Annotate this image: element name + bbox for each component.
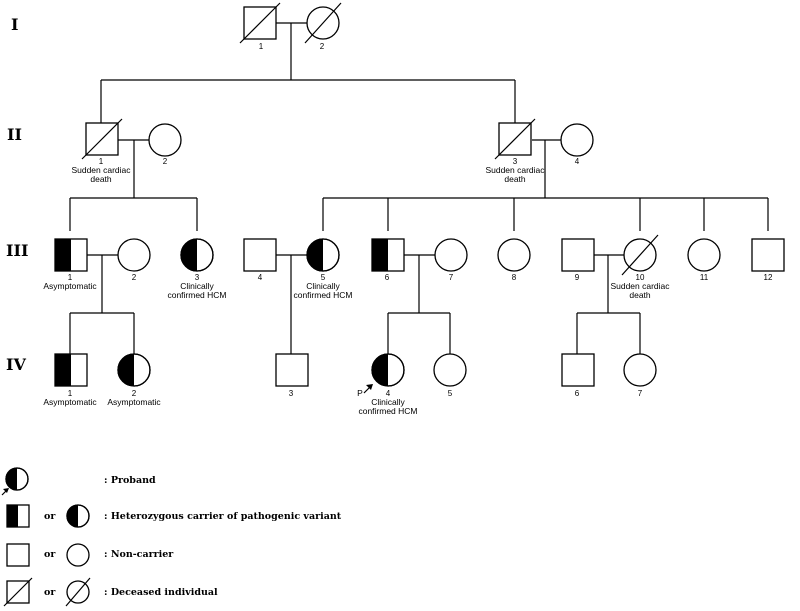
individual-III-2: 2	[117, 238, 151, 282]
individual-number: 6	[385, 273, 390, 282]
individual-note: Sudden cardiac	[610, 281, 670, 291]
individual-number: 5	[321, 273, 326, 282]
proband-arrow-icon	[363, 384, 373, 394]
individual-III-11: 11	[687, 238, 721, 282]
individual-note: confirmed HCM	[167, 290, 226, 300]
individual-I-2: 2	[304, 2, 342, 51]
individual-III-9: 9	[561, 238, 595, 282]
individual-note: Asymptomatic	[43, 281, 97, 291]
individual-number: 3	[513, 157, 518, 166]
individual-III-1: 1 Asymptomatic	[43, 238, 97, 291]
individual-number: 7	[638, 389, 643, 398]
legend-or: or	[44, 511, 56, 522]
individual-number: 2	[163, 157, 168, 166]
individual-I-1: 1	[239, 2, 281, 51]
individual-III-6: 6	[371, 238, 405, 282]
individual-IV-7: 7	[623, 353, 657, 398]
individual-number: 3	[289, 389, 294, 398]
individual-number: 5	[448, 389, 453, 398]
individual-II-4: 4	[560, 123, 594, 166]
individual-III-5: 5 Clinically confirmed HCM	[293, 238, 353, 300]
generation-label-II: II	[7, 125, 22, 144]
individual-III-4: 4	[243, 238, 277, 282]
legend-deceased: or : Deceased individual	[3, 577, 218, 607]
individual-note: Sudden cardiac	[71, 165, 131, 175]
individual-number: 2	[320, 42, 325, 51]
individual-III-8: 8	[497, 238, 531, 282]
individual-note: confirmed HCM	[358, 406, 417, 416]
individual-IV-3: 3	[275, 353, 309, 398]
individual-II-1: 1 Sudden cardiac death	[71, 118, 131, 184]
individual-number: 12	[764, 273, 773, 282]
individual-number: 1	[99, 157, 104, 166]
individual-IV-5: 5	[433, 353, 467, 398]
individual-IV-1: 1 Asymptomatic	[43, 353, 97, 407]
individual-III-7: 7	[434, 238, 468, 282]
individual-number: 6	[575, 389, 580, 398]
legend-or: or	[44, 587, 56, 598]
generation-label-I: I	[11, 15, 18, 34]
generation-label-III: III	[6, 241, 28, 260]
individual-number: 1	[259, 42, 264, 51]
individual-number: 8	[512, 273, 517, 282]
individual-III-10: 10 Sudden cardiac death	[610, 234, 670, 300]
individual-note: death	[90, 174, 112, 184]
individual-III-12: 12	[751, 238, 785, 282]
individual-note: confirmed HCM	[293, 290, 352, 300]
individual-note: Clinically	[371, 397, 405, 407]
legend-noncarrier: or : Non-carrier	[6, 543, 174, 567]
individual-note: Asymptomatic	[43, 397, 97, 407]
individual-note: death	[504, 174, 526, 184]
legend: : Proband or : Heterozygous carrier of p…	[1, 467, 342, 607]
legend-proband: : Proband	[1, 467, 156, 496]
individual-note: Clinically	[306, 281, 340, 291]
proband-marker-label: P	[357, 388, 363, 398]
individual-number: 1	[68, 273, 73, 282]
connector-lines	[69, 22, 769, 354]
individual-IV-6: 6	[561, 353, 595, 398]
individual-note: Clinically	[180, 281, 214, 291]
generation-label-IV: IV	[6, 355, 26, 374]
legend-carrier-label: : Heterozygous carrier of pathogenic var…	[104, 511, 342, 522]
individual-IV-2: 2 Asymptomatic	[107, 353, 161, 407]
legend-noncarrier-label: : Non-carrier	[104, 549, 174, 560]
individual-number: 10	[636, 273, 645, 282]
individual-number: 11	[700, 273, 709, 282]
legend-deceased-label: : Deceased individual	[104, 587, 218, 598]
proband-arrow-icon	[1, 488, 9, 496]
individual-number: 2	[132, 389, 137, 398]
individual-III-3: 3 Clinically confirmed HCM	[167, 238, 227, 300]
individual-number: 4	[386, 389, 391, 398]
individual-note: Asymptomatic	[107, 397, 161, 407]
individual-number: 3	[195, 273, 200, 282]
individual-note: death	[629, 290, 651, 300]
individual-IV-4: 4 Clinically confirmed HCM P	[357, 353, 418, 416]
individual-number: 7	[449, 273, 454, 282]
individual-number: 2	[132, 273, 137, 282]
legend-proband-label: : Proband	[104, 475, 156, 486]
individual-II-3: 3 Sudden cardiac death	[485, 118, 545, 184]
legend-or: or	[44, 549, 56, 560]
legend-carrier: or : Heterozygous carrier of pathogenic …	[6, 504, 342, 528]
individual-number: 9	[575, 273, 580, 282]
individual-II-2: 2	[148, 123, 182, 166]
individual-number: 1	[68, 389, 73, 398]
individual-number: 4	[575, 157, 580, 166]
individual-note: Sudden cardiac	[485, 165, 545, 175]
individual-number: 4	[258, 273, 263, 282]
